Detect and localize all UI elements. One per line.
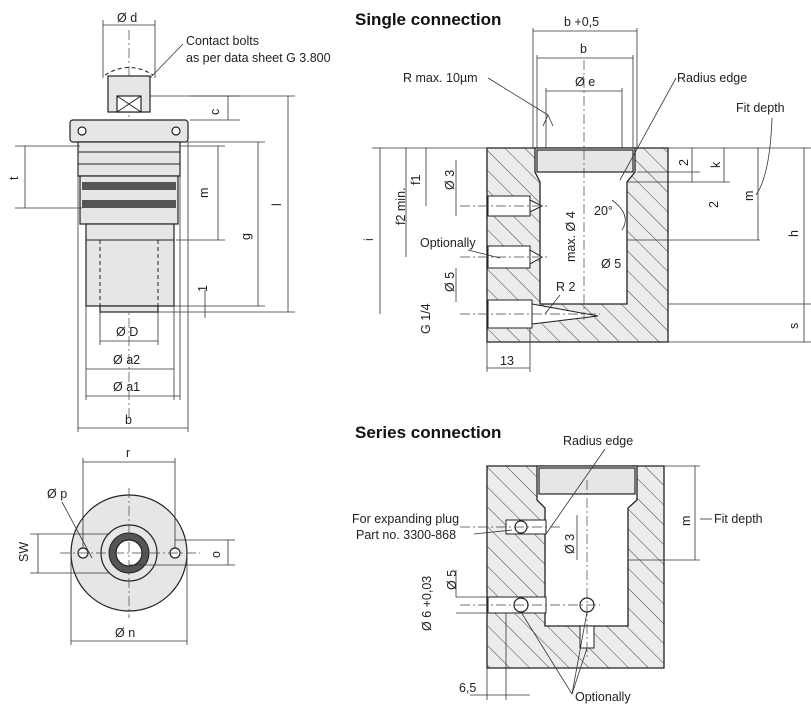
label-thirteen: 13 [500, 354, 514, 368]
label-radius-edge-2: Radius edge [563, 434, 633, 448]
label-two-a: 2 [677, 159, 691, 166]
label-d5-b: Ø 5 [601, 257, 621, 271]
label-o: o [209, 551, 223, 558]
label-n: Ø n [115, 626, 135, 640]
label-fit-depth-1: Fit depth [736, 101, 785, 115]
label-two-b: 2 [707, 201, 721, 208]
label-l: l [270, 203, 284, 206]
label-p: Ø p [47, 487, 67, 501]
label-g: g [239, 233, 253, 240]
label-optionally-2: Optionally [575, 690, 631, 704]
label-a2: Ø a2 [113, 353, 140, 367]
label-f2: f2 min. [394, 187, 408, 225]
label-d5-a: Ø 5 [443, 272, 457, 292]
label-g14: G 1/4 [419, 303, 433, 334]
label-plug-1: For expanding plug [352, 512, 459, 526]
label-twenty: 20° [594, 204, 613, 218]
label-r2: R 2 [556, 280, 576, 294]
label-s: s [787, 323, 801, 329]
label-e: Ø e [575, 75, 595, 89]
title-single-connection: Single connection [355, 10, 501, 29]
label-contact-bolts-2: as per data sheet G 3.800 [186, 51, 331, 65]
label-c: c [208, 109, 222, 115]
label-contact-bolts-1: Contact bolts [186, 34, 259, 48]
label-m-single: m [742, 191, 756, 201]
label-d3-b: Ø 3 [563, 534, 577, 554]
part-side-view: Ø d Contact bolts as per data sheet G 3.… [7, 11, 331, 432]
label-a1: Ø a1 [113, 380, 140, 394]
label-t: t [7, 176, 21, 180]
label-b-single: b [580, 42, 587, 56]
label-one: 1 [196, 285, 210, 292]
label-b-part: b [125, 413, 132, 427]
label-radius-edge-1: Radius edge [677, 71, 747, 85]
label-d6: Ø 6 +0,03 [420, 576, 434, 631]
label-d3-a: Ø 3 [443, 170, 457, 190]
label-m-part: m [197, 188, 211, 198]
label-r: r [126, 446, 130, 460]
label-optionally-1: Optionally [420, 236, 476, 250]
label-plug-2: Part no. 3300-868 [356, 528, 456, 542]
label-d: Ø d [117, 11, 137, 25]
label-h: h [787, 230, 801, 237]
label-i: i [362, 238, 376, 241]
label-six5: 6,5 [459, 681, 476, 695]
title-series-connection: Series connection [355, 423, 501, 442]
label-f1: f1 [409, 175, 423, 185]
series-connection-view: Series connection Radius edge For expand… [352, 423, 763, 704]
part-top-view: r Ø p SW o Ø n [17, 446, 235, 645]
label-k: k [709, 161, 723, 168]
label-m-series: m [679, 516, 693, 526]
label-max4: max. Ø 4 [564, 211, 578, 262]
label-d5-c: Ø 5 [445, 570, 459, 590]
label-fit-depth-2: Fit depth [714, 512, 763, 526]
label-rmax: R max. 10µm [403, 71, 478, 85]
label-sw: SW [17, 542, 31, 562]
single-connection-view: Single connection b +0,5 b Ø e R max. 10… [355, 10, 811, 372]
label-D: Ø D [116, 325, 138, 339]
label-b05: b +0,5 [564, 15, 599, 29]
